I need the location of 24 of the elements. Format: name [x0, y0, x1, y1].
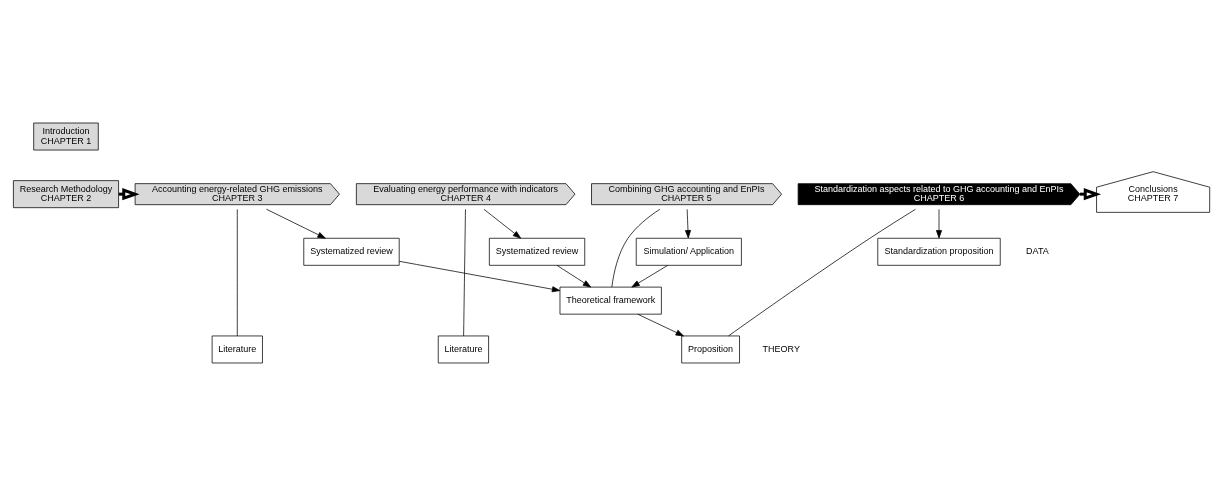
node-box: Theoretical framework — [559, 286, 662, 315]
connector — [236, 209, 238, 337]
node-box: Systematized review — [303, 237, 400, 266]
arrow — [631, 265, 669, 288]
arrow — [483, 209, 522, 239]
arrow — [637, 313, 684, 337]
arrow — [266, 208, 326, 239]
node-box: Simulation/ Application — [635, 237, 742, 266]
arrow — [556, 265, 592, 288]
connector — [611, 209, 661, 288]
node-box: Research Methodology CHAPTER 2 — [13, 180, 119, 209]
arrow — [685, 209, 691, 239]
connector — [463, 209, 466, 337]
connector — [728, 208, 916, 337]
node-box: Introduction CHAPTER 1 — [33, 122, 99, 151]
arrow — [398, 260, 561, 293]
node-box: Standardization proposition — [877, 237, 1001, 266]
node-box: Literature — [437, 335, 489, 364]
node-box: Literature — [211, 335, 263, 364]
label: DATA — [1026, 246, 1049, 257]
arrow — [936, 209, 942, 239]
node-box: Proposition — [681, 335, 740, 364]
label: THEORY — [762, 343, 800, 354]
node-box: Systematized review — [488, 237, 586, 266]
